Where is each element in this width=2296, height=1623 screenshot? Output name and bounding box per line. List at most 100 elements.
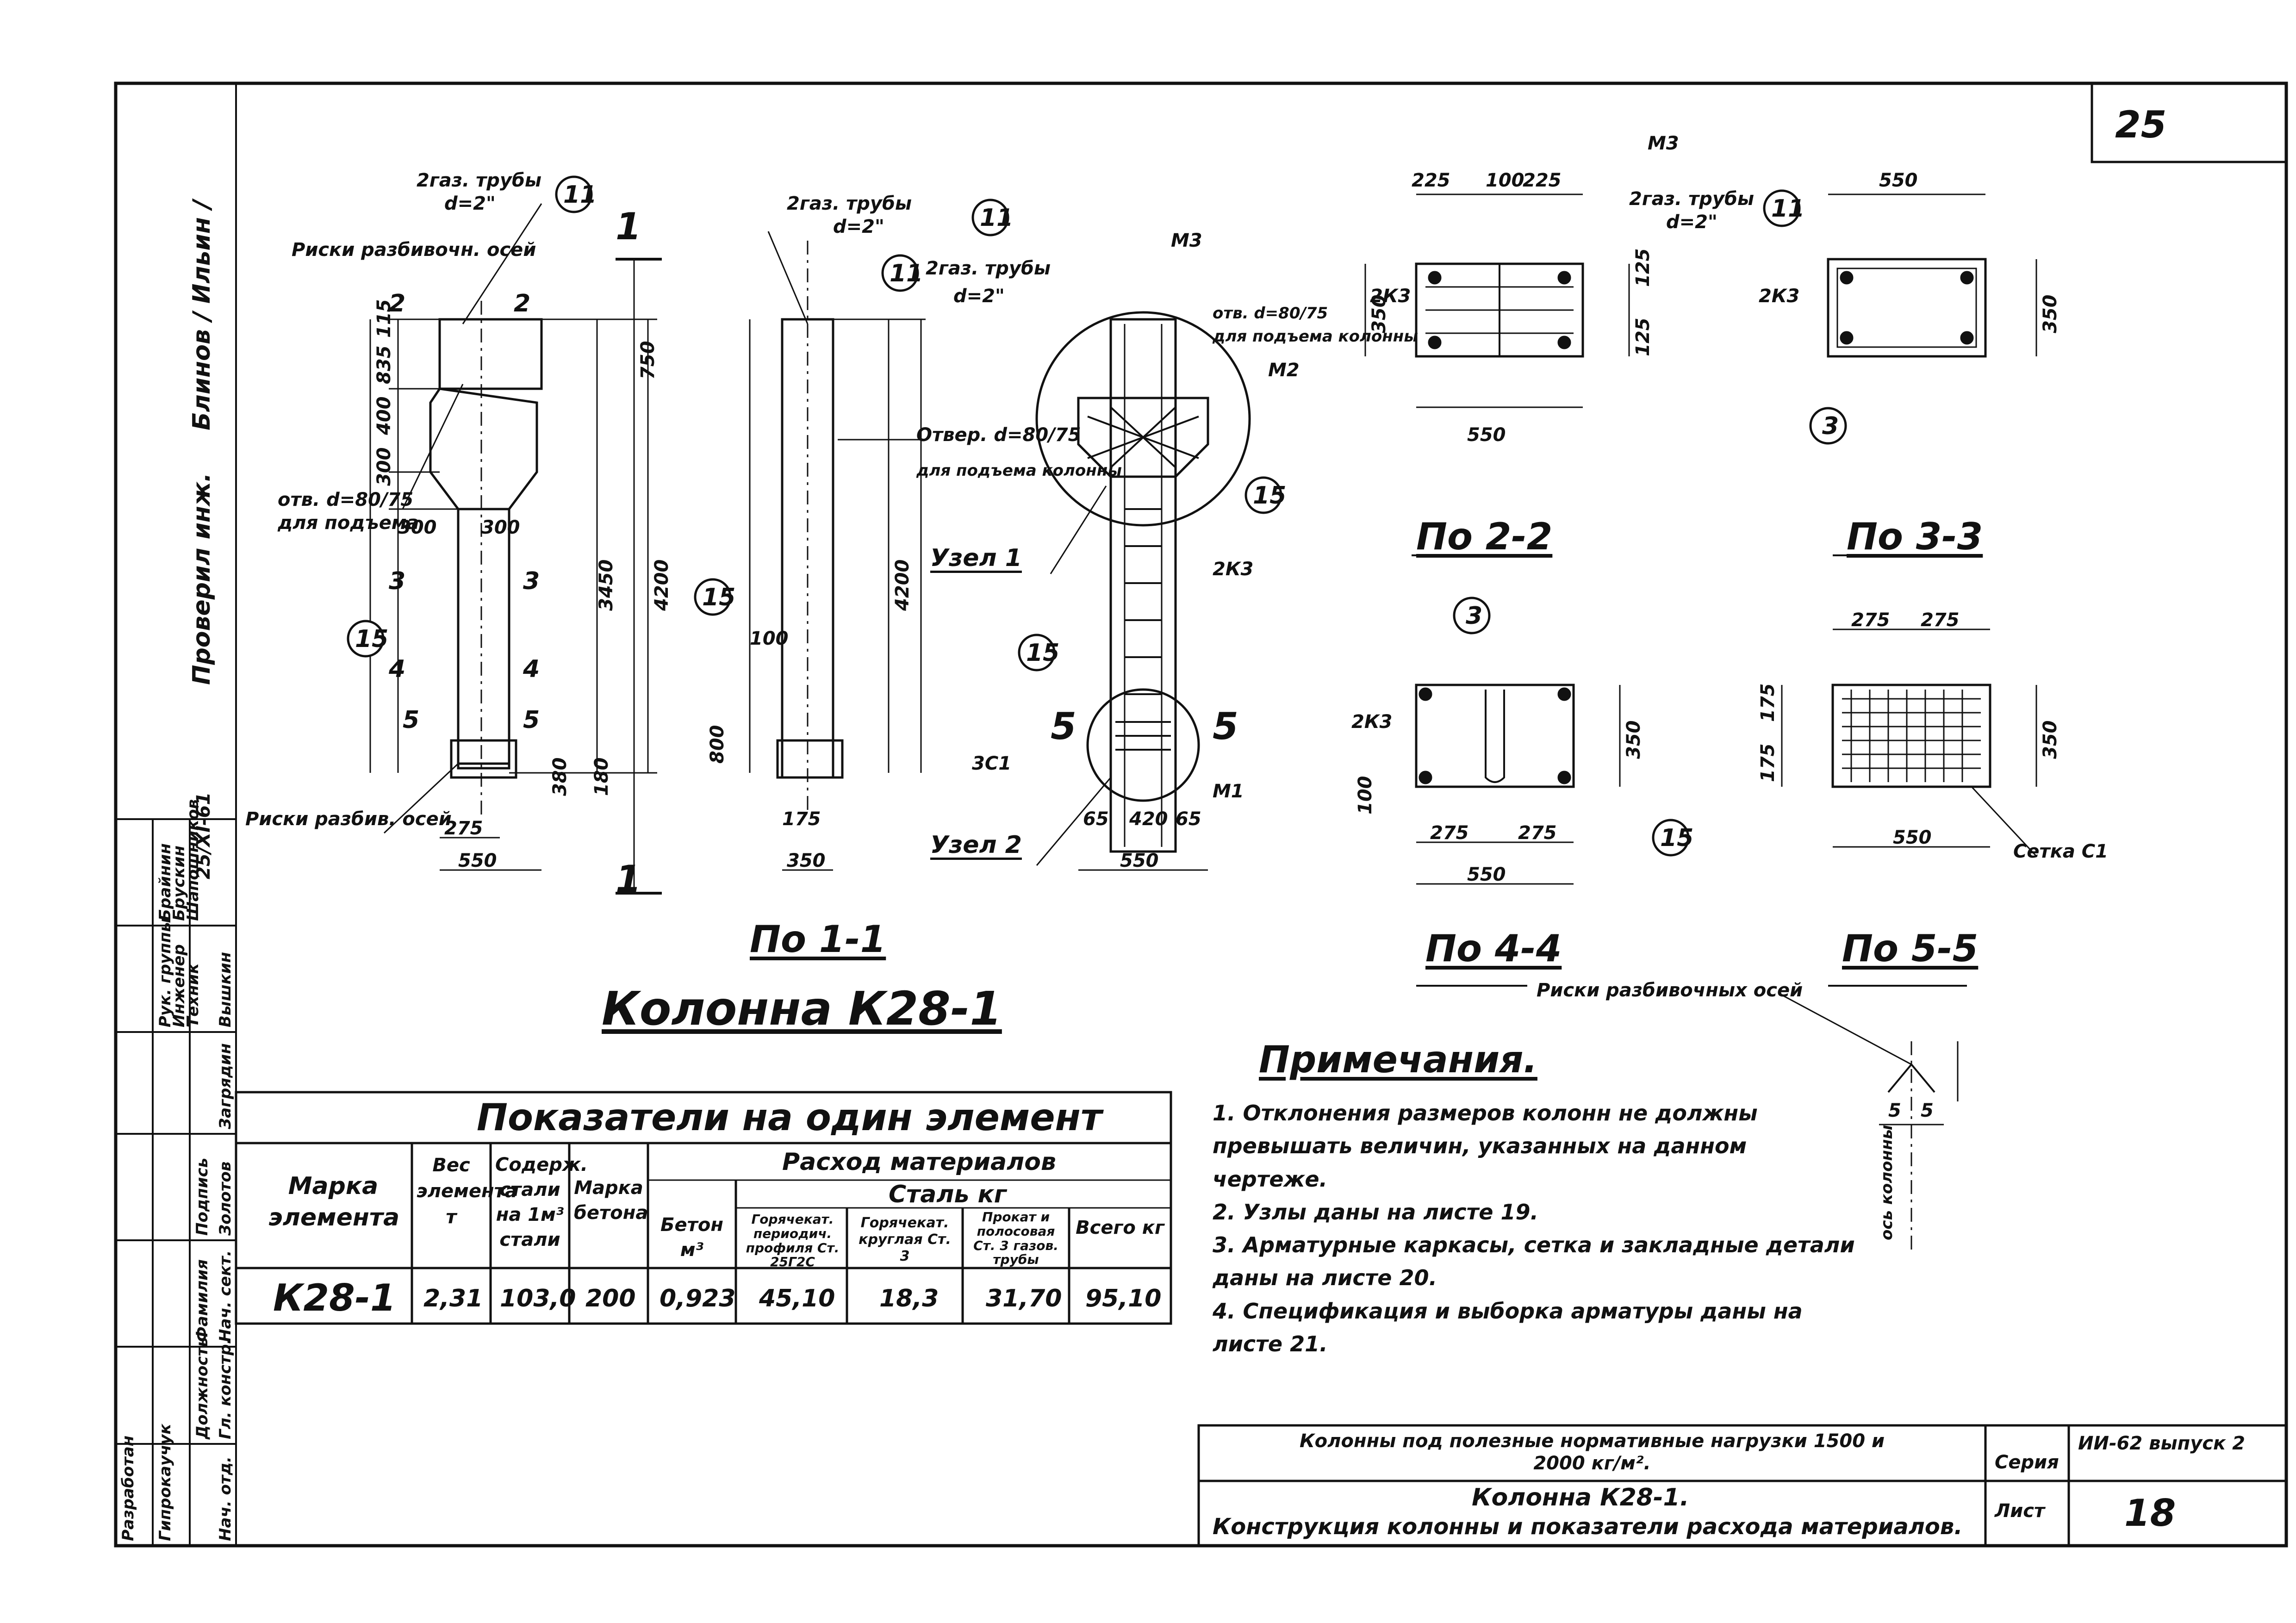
dim-300-a: 300: [373, 447, 395, 486]
dim-275-b: 275: [1430, 822, 1469, 844]
mark-11-c: 11: [890, 260, 923, 287]
cut-mark-5-r: 5: [523, 706, 540, 734]
part-m3-b: М3: [1648, 133, 1679, 154]
notes-title: Примечания.: [1259, 1038, 1537, 1081]
th-hot-periodic: Горячекат. периодич. профиля Ст. 25Г2С: [746, 1212, 840, 1270]
sheet-value: 18: [2124, 1492, 2176, 1535]
stamp-row-3-name: Вышкин: [216, 951, 235, 1027]
column-elevation-side: [749, 231, 926, 871]
pipes-d-label-1: d=2": [444, 193, 496, 214]
th-weight: Вес элемента т: [417, 1155, 517, 1228]
dim-100-a: 100: [750, 628, 789, 649]
pipes-d-label-4: d=2": [1666, 211, 1717, 233]
stamp-group-1: Разработан: [119, 1435, 137, 1541]
cut-mark-5-node-l: 5: [1051, 705, 1076, 748]
materials-table-grid: [235, 1091, 1172, 1325]
note-2: 2. Узлы даны на листе 19.: [1213, 1199, 1538, 1225]
column-elevation-front: [369, 203, 662, 895]
sheet-label: Лист: [1995, 1500, 2045, 1522]
table-title: Показатели на один элемент: [477, 1096, 1102, 1139]
view-title-4-4: По 4-4: [1425, 927, 1562, 970]
page-number-box: [2091, 82, 2288, 163]
dim-100-c: 100: [1355, 776, 1376, 815]
node2-label: Узел 2: [930, 831, 1022, 859]
hole-purpose: для подъема: [278, 512, 419, 534]
dim-550-e: 550: [1467, 864, 1506, 885]
dim-180: 180: [591, 757, 612, 796]
dim-100-b: 100: [1486, 170, 1524, 191]
callout-circles: [347, 175, 1847, 857]
view-title-5-5: По 5-5: [1842, 927, 1979, 970]
dim-835-a: 835: [373, 345, 395, 385]
title-block-grid: [1197, 1424, 2288, 1547]
dim-550-c: 550: [1467, 424, 1506, 446]
cut-mark-4-l: 4: [389, 655, 406, 683]
cell-concrete-mark: 200: [585, 1285, 636, 1312]
mark-3-a: 3: [1822, 412, 1839, 440]
risks-axes-top: Риски разбивочн. осей: [292, 239, 536, 261]
dim-300-c: 300: [398, 517, 437, 538]
cell-mark: К28-1: [273, 1276, 396, 1319]
th-concrete: Бетон м³: [660, 1214, 723, 1261]
cell-total: 95,10: [1085, 1285, 1162, 1312]
cut-mark-5-l: 5: [403, 706, 420, 734]
stamp-row-2-name: Загрядин: [216, 1043, 235, 1129]
cell-rolled: 31,70: [986, 1285, 1062, 1312]
dim-125-a: 125: [1632, 248, 1654, 287]
stamp-row-6-name: Шапошников: [184, 799, 202, 921]
dim-350-a: 350: [787, 850, 826, 871]
title-block-line1: Колонны под полезные нормативные нагрузк…: [1299, 1430, 1885, 1474]
section-2-2: [1364, 193, 1630, 556]
dim-350-d: 350: [1623, 720, 1644, 759]
stamp-header-name: Фамилия: [193, 1259, 212, 1342]
th-concrete-mark: Марка бетона: [574, 1177, 648, 1224]
part-2k3-c: 2К3: [1759, 286, 1800, 307]
cut-mark-1-bottom: 1: [616, 858, 641, 901]
dim-275-c: 275: [1518, 822, 1557, 844]
mark-15-e: 15: [1660, 824, 1694, 852]
series-value: ИИ-62 выпуск 2: [2078, 1433, 2245, 1454]
mark-15-a: 15: [355, 625, 389, 653]
part-3c1: 3С1: [972, 753, 1012, 774]
stamp-row-3-position: Нач. сект.: [216, 1250, 235, 1342]
dim-4200-b: 4200: [892, 559, 913, 611]
mark-3-b: 3: [1466, 602, 1483, 630]
th-steel: Сталь кг: [889, 1181, 1007, 1208]
cut-mark-5-node-r: 5: [1213, 705, 1238, 748]
hole-label: отв. d=80/75: [278, 489, 414, 510]
cut-mark-4-r: 4: [523, 655, 540, 683]
dim-175-b: 175: [1757, 683, 1779, 722]
dim-4200-a: 4200: [651, 559, 672, 611]
cell-hot-periodic: 45,10: [759, 1285, 835, 1312]
mark-11-a: 11: [563, 181, 597, 209]
mark-15-c: 15: [1026, 639, 1060, 667]
section-4-4: [1415, 684, 1621, 987]
stamp-row-2-position: Гл. констр.: [216, 1338, 235, 1439]
dim-115: 115: [373, 299, 395, 338]
title-block-line2: Колонна К28-1.: [1472, 1484, 1689, 1511]
hole2-purpose: для подъема колонны: [916, 461, 1122, 480]
dim-550-a: 550: [458, 850, 497, 871]
dim-225-a: 225: [1412, 170, 1450, 191]
section-5-5: [1781, 628, 2037, 1250]
dim-300-b: 300: [481, 517, 520, 538]
dim-5-b: 5: [1888, 1100, 1901, 1121]
dim-350-e: 350: [2040, 720, 2061, 759]
title-block-line3: Конструкция колонны и показатели расхода…: [1213, 1514, 1963, 1540]
dim-175-c: 175: [1757, 743, 1779, 783]
view-title-1-1: По 1-1: [750, 918, 886, 961]
hole3-purpose: для подъема колонны: [1213, 327, 1418, 346]
cut-mark-1-top: 1: [616, 205, 641, 248]
dim-225-b: 225: [1523, 170, 1562, 191]
mesh-label: Сетка С1: [2013, 841, 2108, 862]
th-total: Всего кг: [1076, 1217, 1164, 1238]
checked-signature: Блинов / Ильин /: [188, 200, 216, 430]
hole3-label: отв. d=80/75: [1213, 304, 1328, 323]
pipes-d-label-3: d=2": [953, 286, 1005, 307]
part-2k3-d: 2К3: [1351, 711, 1393, 733]
dim-550-d: 550: [1879, 170, 1918, 191]
stamp-row-1-name: Золотов: [216, 1161, 235, 1236]
dim-275-a: 275: [444, 818, 483, 839]
